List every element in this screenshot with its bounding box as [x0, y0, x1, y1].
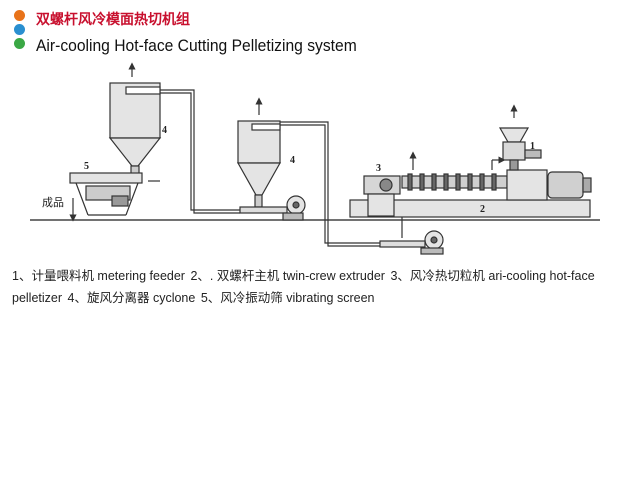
legend-caption: 1、计量喂料机 metering feeder 2、. 双螺杆主机 twin-c…: [12, 265, 632, 309]
header-dots: [14, 10, 28, 52]
caption-item-5: 5、风冷振动筛 vibrating screen: [200, 291, 375, 305]
label-4-left: 4: [162, 125, 167, 136]
cyclone-left: [108, 62, 162, 177]
cyclone-middle: [236, 97, 282, 208]
vibrating-screen: [69, 172, 143, 222]
caption-item-4: 4、旋风分离器 cyclone: [67, 291, 196, 305]
label-3: 3: [376, 163, 381, 174]
title-english: Air-cooling Hot-face Cutting Pelletizing…: [36, 36, 357, 55]
hot-face-pelletizer: [363, 175, 401, 217]
caption-item-2: 2、. 双螺杆主机 twin-crew extruder: [190, 269, 385, 283]
label-4-middle: 4: [290, 155, 295, 166]
pelletizing-system-diagram: 1 2 3 4 4 5 成品: [30, 62, 600, 255]
blue-dot: [14, 24, 25, 35]
blower-lower: [379, 230, 444, 255]
blower-middle: [239, 195, 306, 221]
extruder-base: [349, 169, 592, 218]
label-5: 5: [84, 161, 89, 172]
caption-item-3: 3、风冷热切粒机 ari-cooling hot-face pelletizer: [12, 269, 595, 305]
label-1: 1: [530, 141, 535, 152]
conveying-pipes: [160, 89, 403, 247]
orange-dot: [14, 10, 25, 21]
label-2: 2: [480, 204, 485, 215]
caption-item-1: 1、计量喂料机 metering feeder: [12, 269, 185, 283]
label-product: 成品: [42, 196, 64, 209]
metering-feeder: [491, 104, 542, 171]
green-dot: [14, 38, 25, 49]
title-chinese: 双螺杆风冷模面热切机组: [36, 11, 190, 27]
